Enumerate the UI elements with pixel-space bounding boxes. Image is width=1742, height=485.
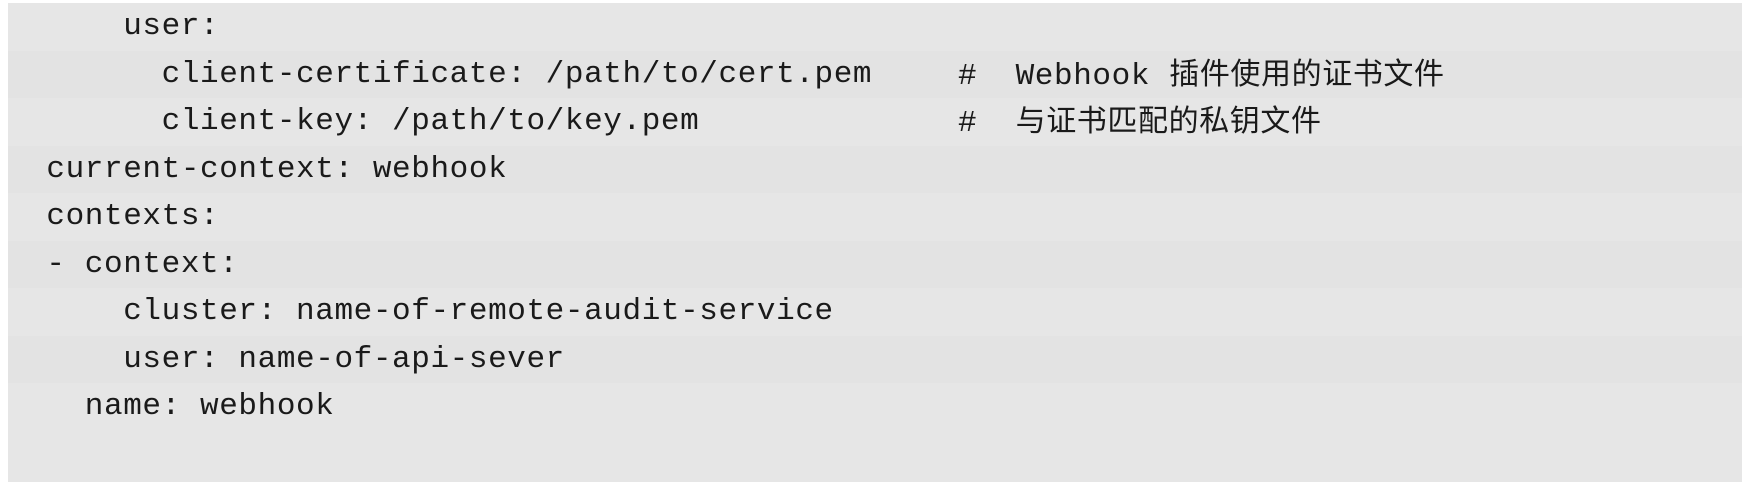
code-line: user: name-of-api-sever bbox=[8, 335, 1742, 383]
comment-prefix: # bbox=[958, 106, 1016, 141]
code-line-text: cluster: name-of-remote-audit-service bbox=[8, 294, 834, 329]
code-line-text: contexts: bbox=[8, 199, 220, 234]
code-line-comment: # Webhook 插件使用的证书文件 bbox=[958, 51, 1445, 101]
code-line: cluster: name-of-remote-audit-service bbox=[8, 288, 1742, 336]
comment-cjk-text: 与证书匹配的私钥文件 bbox=[1015, 104, 1322, 139]
code-line-text: - context: bbox=[8, 246, 239, 282]
code-line-text: current-context: webhook bbox=[8, 151, 508, 187]
code-line-list: user: client-certificate: /path/to/cert.… bbox=[8, 3, 1742, 482]
code-line: contexts: bbox=[8, 193, 1742, 241]
code-line-text: name: webhook bbox=[8, 389, 335, 424]
code-line: user: bbox=[8, 3, 1742, 51]
code-line: current-context: webhook bbox=[8, 145, 1742, 193]
code-line-comment: # 与证书匹配的私钥文件 bbox=[958, 98, 1322, 148]
code-line-text: user: bbox=[8, 9, 220, 44]
code-line-text: client-key: /path/to/key.pem bbox=[8, 104, 700, 139]
code-line-text: user: name-of-api-sever bbox=[8, 341, 565, 377]
comment-prefix: # Webhook bbox=[958, 58, 1170, 94]
code-line: client-key: /path/to/key.pem # 与证书匹配的私钥文… bbox=[8, 98, 1742, 146]
code-line: name: webhook bbox=[8, 383, 1742, 431]
code-line: - context: bbox=[8, 240, 1742, 288]
code-block: user: client-certificate: /path/to/cert.… bbox=[8, 3, 1742, 482]
code-line-text: client-certificate: /path/to/cert.pem bbox=[8, 56, 873, 92]
code-line: client-certificate: /path/to/cert.pem # … bbox=[8, 50, 1742, 101]
comment-cjk-text: 插件使用的证书文件 bbox=[1169, 56, 1445, 92]
